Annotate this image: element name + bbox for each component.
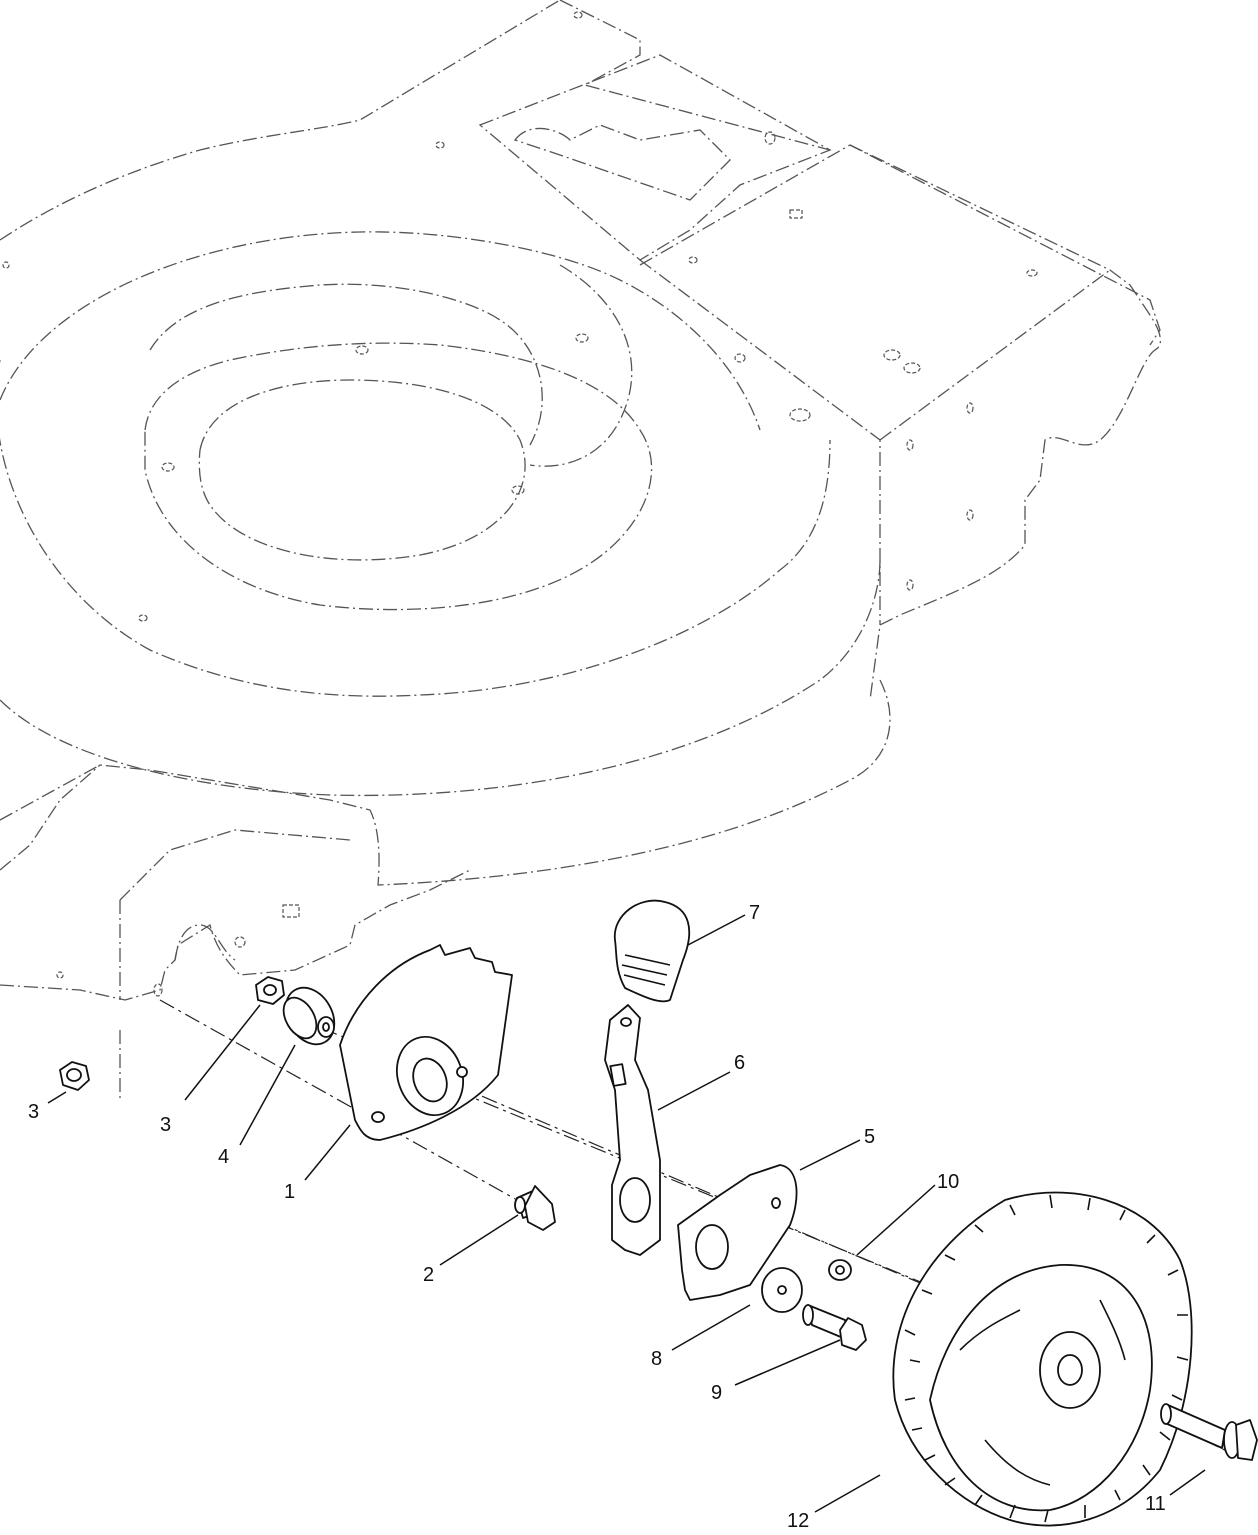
callout-2: 2 bbox=[423, 1264, 434, 1286]
height-adjust-lever-part-6 bbox=[604, 1004, 661, 1256]
shoulder-bolt-part-9 bbox=[802, 1304, 867, 1351]
callout-1: 1 bbox=[284, 1181, 295, 1203]
nut-part-3-upper bbox=[255, 976, 285, 1005]
callout-6: 6 bbox=[734, 1052, 745, 1074]
wheel-bolt-part-11 bbox=[1160, 1403, 1258, 1461]
spacer-part-4 bbox=[282, 986, 336, 1046]
callout-8: 8 bbox=[651, 1348, 662, 1370]
callout-3-lower: 3 bbox=[28, 1101, 39, 1123]
callout-7: 7 bbox=[749, 902, 760, 924]
callout-12: 12 bbox=[787, 1510, 809, 1532]
nut-part-3-lower bbox=[59, 1061, 90, 1091]
washer-part-10 bbox=[828, 1259, 852, 1281]
bolt-part-2 bbox=[514, 1185, 556, 1231]
callout-3-upper: 3 bbox=[160, 1114, 171, 1136]
callout-11: 11 bbox=[1145, 1493, 1166, 1515]
wheel-part-12 bbox=[892, 1191, 1193, 1527]
pivot-bracket-part-5 bbox=[677, 1164, 798, 1301]
callout-4: 4 bbox=[218, 1146, 229, 1168]
height-adjust-plate-part-1 bbox=[339, 944, 513, 1141]
callout-5: 5 bbox=[864, 1126, 875, 1148]
leader-lines bbox=[47, 914, 1206, 1513]
handle-grip-part-7 bbox=[614, 899, 691, 1003]
callout-labels: 3 3 4 1 2 6 7 5 10 8 9 12 11 bbox=[28, 902, 1166, 1532]
washer-part-8 bbox=[761, 1267, 803, 1313]
callout-9: 9 bbox=[711, 1382, 722, 1404]
mower-deck-outline bbox=[0, 0, 1162, 1100]
callout-10: 10 bbox=[937, 1171, 959, 1193]
